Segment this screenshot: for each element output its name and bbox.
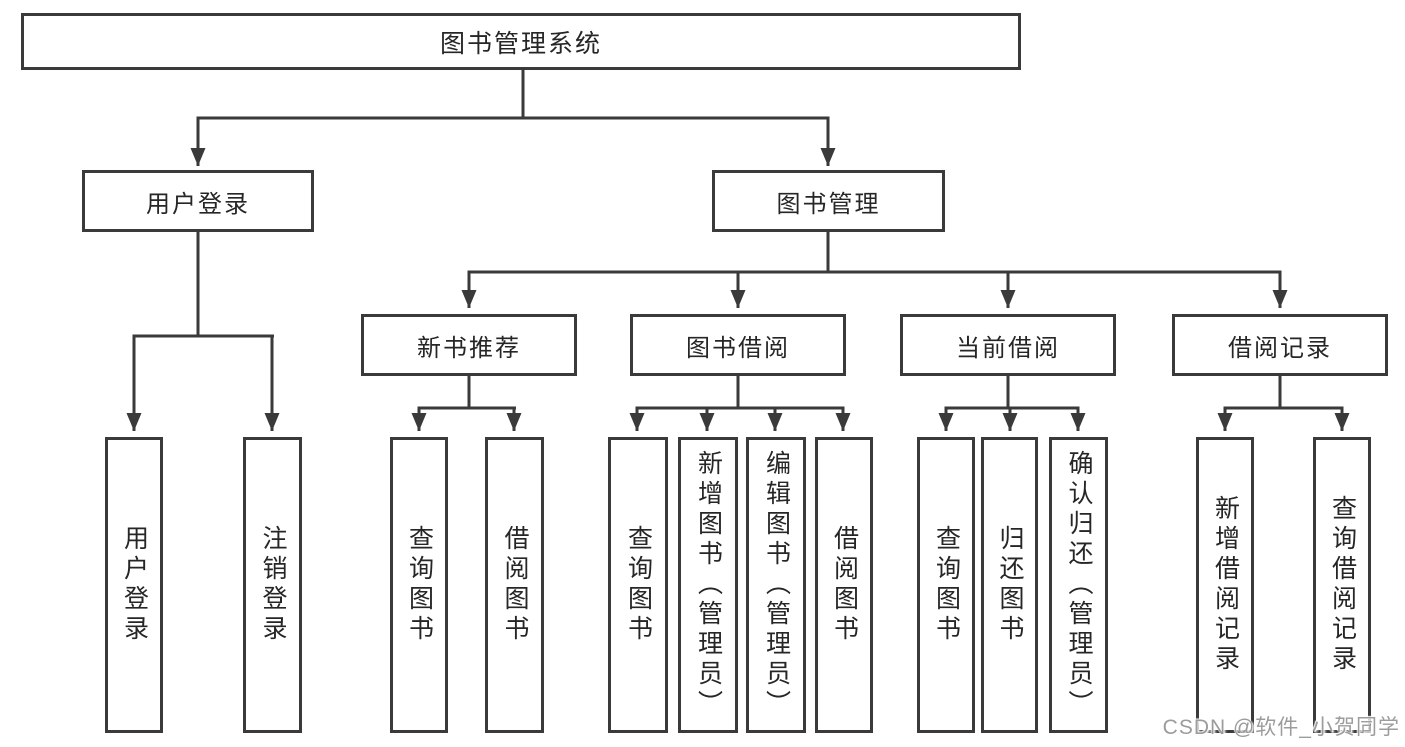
node-cb-return: 归还图书	[981, 437, 1038, 733]
node-borrow-record: 借阅记录	[1172, 314, 1388, 376]
node-rec-query: 查询图书	[390, 437, 448, 733]
node-current-borrow-label: 当前借阅	[956, 334, 1060, 362]
node-root-label: 图书管理系统	[439, 29, 602, 58]
node-bb-edit-label: 编辑图书（管理员）	[762, 450, 791, 720]
node-br-query-label: 查询借阅记录	[1328, 495, 1357, 675]
node-logout: 注销登录	[243, 437, 302, 733]
node-cb-query-label: 查询图书	[932, 525, 961, 645]
node-br-add-label: 新增借阅记录	[1211, 495, 1240, 675]
node-bb-edit: 编辑图书（管理员）	[746, 437, 806, 733]
node-login: 用户登录	[105, 437, 163, 733]
node-user-login-label: 用户登录	[146, 190, 250, 218]
node-bb-query-label: 查询图书	[624, 525, 653, 645]
node-new-book-rec-label: 新书推荐	[417, 334, 521, 362]
node-logout-label: 注销登录	[259, 525, 287, 645]
node-br-query: 查询借阅记录	[1313, 437, 1371, 733]
node-rec-query-label: 查询图书	[405, 525, 434, 645]
node-bb-borrow: 借阅图书	[815, 437, 873, 733]
node-user-login: 用户登录	[82, 170, 314, 232]
node-bb-add: 新增图书（管理员）	[678, 437, 738, 733]
node-cb-confirm-label: 确认归还（管理员）	[1065, 450, 1093, 720]
node-bb-borrow-label: 借阅图书	[830, 525, 859, 645]
node-borrow-record-label: 借阅记录	[1228, 334, 1332, 362]
node-cb-return-label: 归还图书	[996, 525, 1024, 645]
node-bb-query: 查询图书	[608, 437, 668, 733]
csdn-watermark: CSDN @软件_小贺同学	[1162, 716, 1400, 739]
node-br-add: 新增借阅记录	[1196, 437, 1254, 733]
node-cb-confirm: 确认归还（管理员）	[1049, 437, 1108, 733]
node-current-borrow: 当前借阅	[900, 314, 1116, 376]
node-cb-query: 查询图书	[917, 437, 975, 733]
node-rec-borrow: 借阅图书	[485, 437, 544, 733]
node-login-label: 用户登录	[120, 525, 149, 645]
node-rec-borrow-label: 借阅图书	[501, 525, 529, 645]
node-book-mgmt-label: 图书管理	[776, 190, 881, 218]
node-book-borrow-label: 图书借阅	[686, 334, 790, 362]
node-bb-add-label: 新增图书（管理员）	[694, 450, 723, 720]
node-book-borrow: 图书借阅	[630, 314, 846, 376]
node-new-book-rec: 新书推荐	[361, 314, 577, 376]
node-book-mgmt: 图书管理	[712, 170, 945, 232]
node-root: 图书管理系统	[21, 13, 1021, 70]
